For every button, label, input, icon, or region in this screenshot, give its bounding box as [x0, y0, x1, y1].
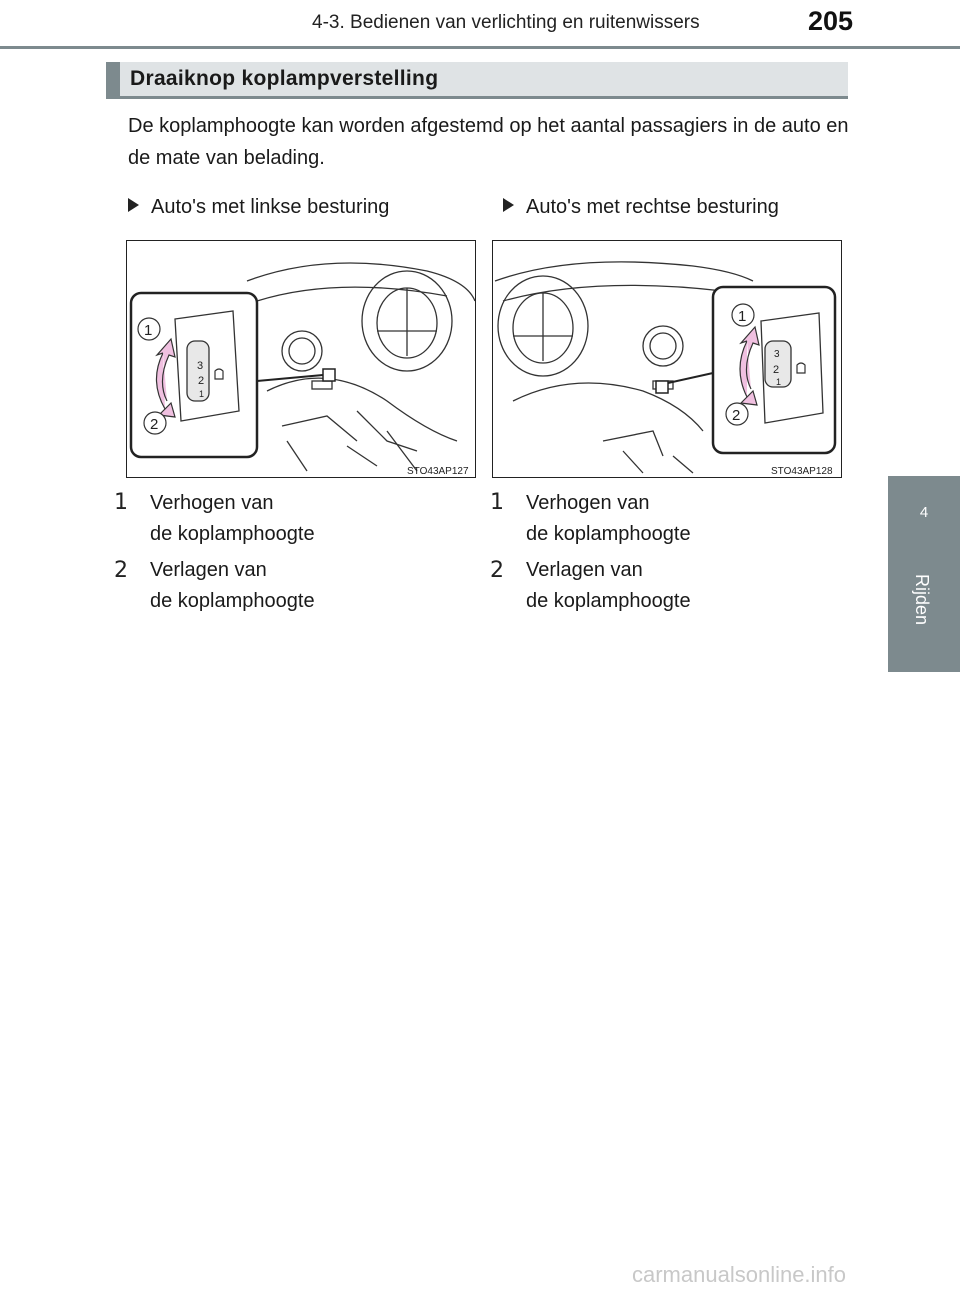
legend-right-item-1: Verhogen van de koplamphoogte [526, 488, 766, 550]
dial-mark-3: 3 [774, 349, 780, 360]
legend-left-item-2-line2: de koplamphoogte [150, 590, 315, 612]
legend-right-item-2-line2: de koplamphoogte [526, 590, 691, 612]
header-rule [0, 46, 960, 49]
figure-right-label: Auto's met rechtse besturing [503, 196, 779, 219]
legend-right-num-2: 2 [490, 558, 504, 583]
watermark: carmanualsonline.info [632, 1262, 847, 1287]
dial-mark-3: 3 [197, 360, 203, 372]
callout-1: 1 [738, 308, 746, 325]
callout-2: 2 [150, 416, 158, 433]
legend-right-item-2: Verlagen van de koplamphoogte [526, 555, 766, 617]
figure-code: STO43AP128 [771, 466, 833, 477]
figure-left-label: Auto's met linkse besturing [128, 196, 389, 219]
section-heading-bar [106, 62, 848, 99]
page-number: 205 [808, 6, 854, 36]
figure-left-label-text: Auto's met linkse besturing [151, 196, 390, 218]
dashboard-rhd-drawing: 3 2 1 1 2 STO43AP128 [494, 261, 837, 477]
legend-right-item-1-line2: de koplamphoogte [526, 523, 691, 545]
dashboard-lhd-drawing: 3 2 1 1 2 STO43AP127 [129, 262, 475, 477]
section-heading-accent [106, 62, 120, 99]
legend-right-item-2-line1: Verlagen van [526, 559, 643, 581]
legend-left-num-1: 1 [114, 490, 128, 515]
triangle-bullet-icon [128, 198, 139, 212]
chapter-title: 4-3. Bedienen van verlichting en ruitenw… [312, 12, 700, 33]
legend-left-item-2: Verlagen van de koplamphoogte [150, 555, 390, 617]
legend-left-item-1: Verhogen van de koplamphoogte [150, 488, 390, 550]
chapter-side-tab [888, 476, 960, 672]
legend-right-num-1: 1 [490, 490, 504, 515]
intro-paragraph: De koplamphoogte kan worden afgestemd op… [128, 115, 849, 169]
callout-2: 2 [732, 407, 740, 424]
dial-mark-1: 1 [776, 377, 781, 387]
figure-code: STO43AP127 [407, 466, 469, 477]
legend-left-item-2-line1: Verlagen van [150, 559, 267, 581]
legend-left-item-1-line2: de koplamphoogte [150, 523, 315, 545]
dial-mark-2: 2 [773, 364, 779, 376]
callout-1: 1 [144, 322, 152, 339]
dial-mark-2: 2 [198, 375, 204, 387]
side-tab-number: 4 [919, 504, 929, 521]
dial-mark-1: 1 [199, 389, 204, 399]
triangle-bullet-icon [503, 198, 514, 212]
section-title: Draaiknop koplampverstelling [130, 67, 439, 90]
legend-right-item-1-line1: Verhogen van [526, 492, 650, 514]
legend-left-num-2: 2 [114, 558, 128, 583]
figure-right-illustration: 3 2 1 1 2 STO43AP128 [492, 240, 842, 478]
figure-left-illustration: 3 2 1 1 2 STO43AP127 [126, 240, 476, 478]
side-tab-label: Rijden [912, 574, 932, 626]
legend-left-item-1-line1: Verhogen van [150, 492, 274, 514]
figure-right-label-text: Auto's met rechtse besturing [526, 196, 779, 218]
